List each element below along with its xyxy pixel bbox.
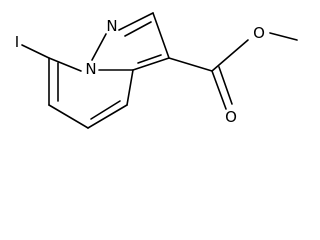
bond-c3-c3a bbox=[132, 57, 170, 71]
bond-c4-c3a bbox=[126, 69, 134, 106]
bond-c7-n7a bbox=[48, 57, 82, 72]
bond-c7-i bbox=[21, 44, 50, 59]
bond-o-methyl bbox=[269, 32, 298, 41]
bond-c6-c5 bbox=[48, 104, 89, 129]
ester-oxygen-label: O bbox=[253, 24, 265, 42]
bond-c2-c3 bbox=[152, 12, 170, 59]
bond-c3-carbonyl bbox=[168, 57, 213, 72]
carbonyl-oxygen-label: O bbox=[225, 108, 237, 126]
bond-n7a-n1 bbox=[91, 33, 107, 61]
bond-c5-c4-inner bbox=[90, 100, 121, 120]
bond-c3-c3a-inner bbox=[137, 54, 162, 64]
pyrazole-nitrogen-label: N bbox=[106, 17, 117, 35]
bridgehead-nitrogen-label: N bbox=[85, 60, 96, 78]
bond-n1-c2 bbox=[118, 12, 154, 31]
iodine-atom-label: I bbox=[15, 33, 19, 51]
bond-carbonyl-o-single bbox=[211, 39, 249, 72]
molecule-structure: I N N O O bbox=[15, 12, 298, 129]
bond-carbonyl-o-double-b bbox=[218, 66, 233, 105]
structure-canvas: I N N O O bbox=[14, 12, 298, 129]
bond-carbonyl-o-double-a bbox=[211, 70, 227, 110]
bond-c5-c4 bbox=[87, 104, 128, 129]
bond-n1-c2-inner bbox=[124, 21, 152, 37]
